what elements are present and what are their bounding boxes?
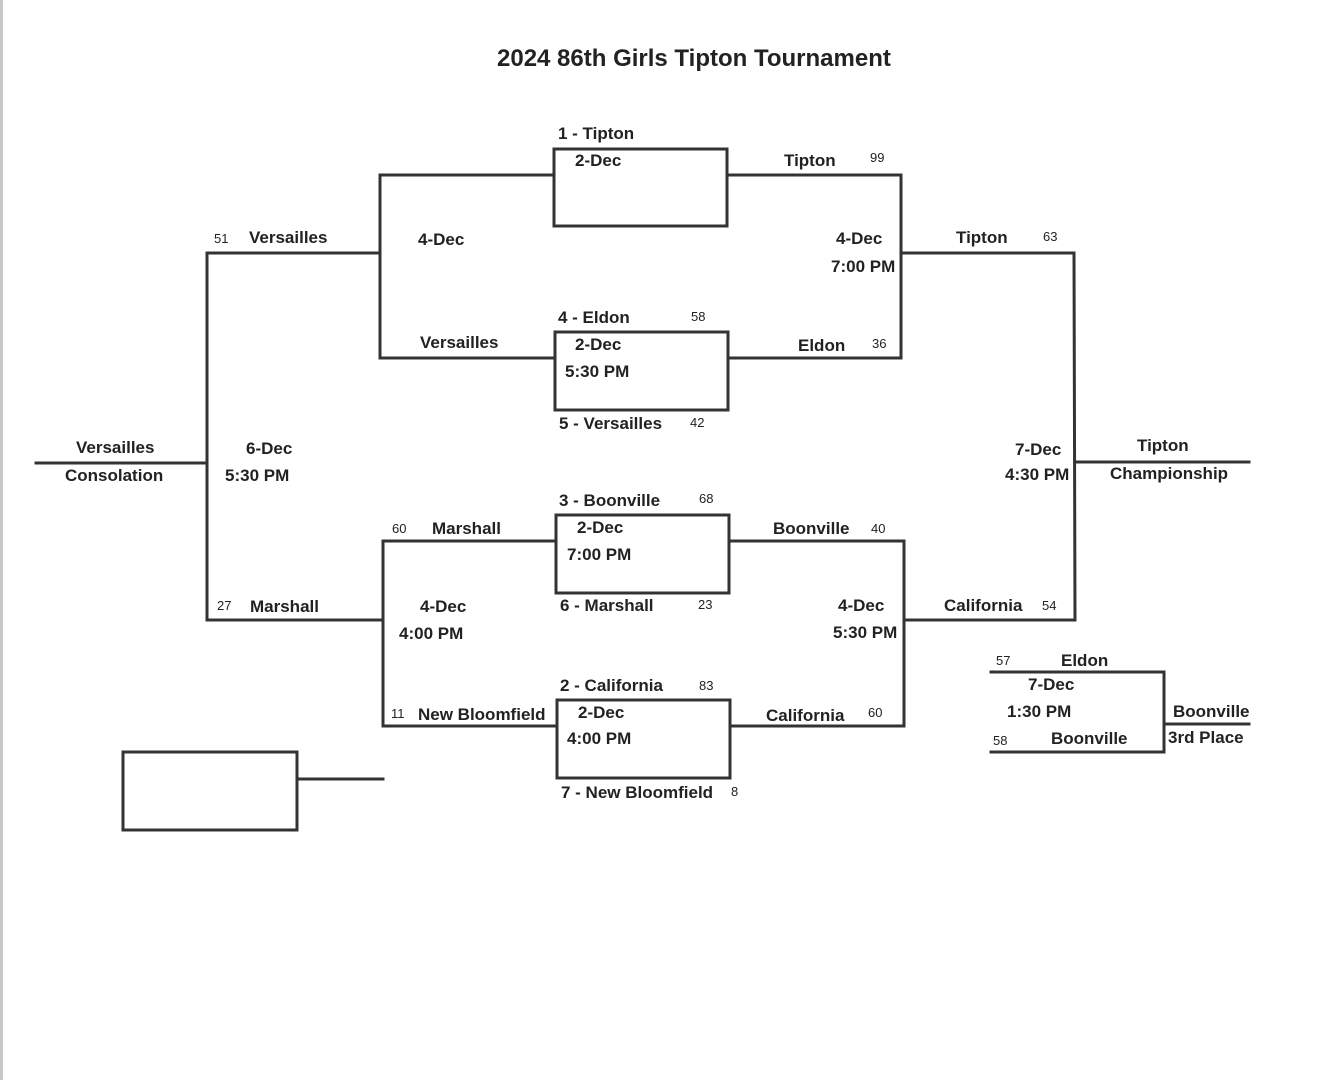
seed-4-score: 58 [691,309,706,324]
win-semi-top-date: 4-Dec [836,229,883,248]
third-place-bracket [989,670,1166,754]
cons-semi-bottom-time: 4:00 PM [399,624,464,643]
game2-time: 5:30 PM [565,362,630,381]
championship-winner: Tipton [1137,436,1189,455]
cons-semi-bottom-score2: 11 [391,706,405,721]
empty-box [121,750,299,832]
cons-semi-top-bracket [378,173,557,360]
third-place-team2: Boonville [1051,729,1128,748]
consolation-winner: Versailles [76,438,155,457]
third-place-team1: Eldon [1061,651,1109,670]
consolation-team1: Versailles [249,228,328,247]
win-semi-bottom-score1: 40 [871,521,886,536]
seed-2-score: 83 [699,678,714,693]
seed-3-team: 3 - Boonville [559,491,661,510]
cons-semi-bottom-date: 4-Dec [420,597,467,616]
game4-time: 4:00 PM [567,729,632,748]
championship-team2: California [944,596,1023,615]
game-box-boonville-marshall [554,513,731,595]
third-place-score2: 58 [993,733,1008,748]
consolation-team2: Marshall [250,597,319,616]
cons-semi-bottom-team2: New Bloomfield [418,705,546,724]
consolation-score1: 51 [214,231,229,246]
seed-1-team: 1 - Tipton [558,124,635,143]
consolation-time: 5:30 PM [225,466,290,485]
win-semi-top-team2: Eldon [798,336,846,355]
seed-7-score: 8 [731,784,739,799]
cons-semi-bottom-score1: 60 [392,521,407,536]
seed-2-team: 2 - California [560,676,663,695]
championship-score1: 63 [1043,229,1058,244]
cons-semi-top-date: 4-Dec [418,230,465,249]
page-title: 2024 86th Girls Tipton Tournament [497,45,891,72]
win-semi-bottom-score2: 60 [868,705,883,720]
win-semi-bottom-time: 5:30 PM [833,623,898,642]
third-place-date: 7-Dec [1028,675,1075,694]
seed-3-score: 68 [699,491,714,506]
championship-bracket [1072,251,1077,622]
championship-team1: Tipton [956,228,1008,247]
seed-5-team: 5 - Versailles [559,414,663,433]
game-box-california-new-bloomfield [555,698,732,780]
win-semi-bottom-team1: Boonville [773,519,850,538]
win-semi-top-score2: 36 [872,336,887,351]
cons-semi-bottom-team1: Marshall [432,519,501,538]
win-semi-bottom-bracket [727,539,906,728]
win-semi-top-team1: Tipton [784,151,836,170]
seed-6-score: 23 [698,597,713,612]
championship-time: 4:30 PM [1005,465,1070,484]
game-box-1-tipton [552,147,729,228]
consolation-label: Consolation [65,466,164,485]
game1-date: 2-Dec [575,151,622,170]
third-place-time: 1:30 PM [1007,702,1072,721]
win-semi-top-time: 7:00 PM [831,257,896,276]
championship-score2: 54 [1042,598,1057,613]
consolation-score2: 27 [217,598,232,613]
consolation-date: 6-Dec [246,439,293,458]
seed-7-team: 7 - New Bloomfield [561,783,714,802]
game2-date: 2-Dec [575,335,622,354]
game4-date: 2-Dec [578,703,625,722]
seed-5-score: 42 [690,415,705,430]
game3-time: 7:00 PM [567,545,632,564]
championship-label: Championship [1110,464,1229,483]
win-semi-top-score1: 99 [870,150,885,165]
cons-semi-bottom-bracket [381,539,559,728]
scan-edge [0,0,3,1080]
seed-4-team: 4 - Eldon [558,308,630,327]
consolation-bracket [205,251,211,622]
win-semi-bottom-date: 4-Dec [838,596,885,615]
win-semi-top-bracket [725,173,903,360]
game-box-eldon-versailles [553,330,730,412]
third-place-label: 3rd Place [1168,728,1244,747]
championship-date: 7-Dec [1015,440,1062,459]
third-place-winner: Boonville [1173,702,1250,721]
cons-semi-top-team2: Versailles [420,333,499,352]
win-semi-bottom-team2: California [766,706,845,725]
third-place-score1: 57 [996,653,1011,668]
game3-date: 2-Dec [577,518,624,537]
seed-6-team: 6 - Marshall [560,596,654,615]
